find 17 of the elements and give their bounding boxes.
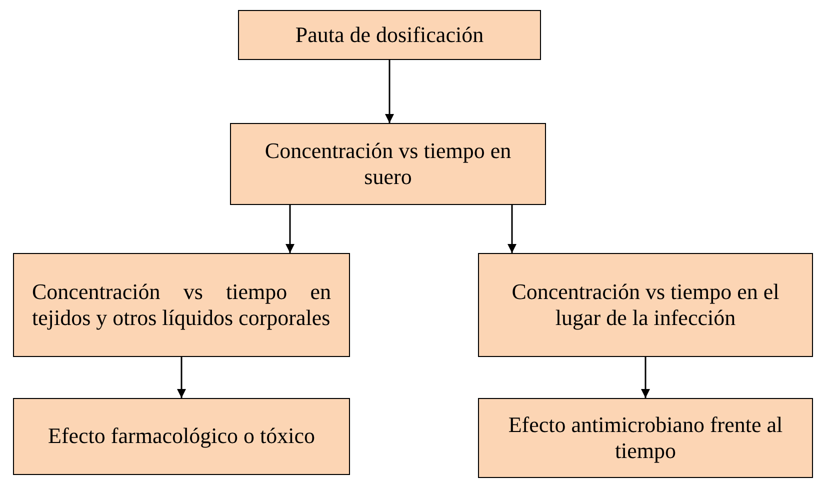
process-box [230, 123, 546, 205]
box-label: Concentración vs tiempo en suero [264, 138, 512, 190]
process-box [478, 398, 813, 478]
process-box [13, 398, 350, 475]
box-label: Concentración vs tiempo en el lugar de la infección [510, 278, 780, 332]
box-label: Concentración vs tiempo en tejidos y otros líquidos corporales [32, 278, 331, 332]
arrow [508, 205, 516, 253]
process-box [478, 253, 813, 357]
arrow [641, 357, 650, 398]
process-box [238, 10, 541, 60]
process-box [13, 253, 350, 357]
box-label: Efecto farmacológico o tóxico [48, 423, 315, 450]
arrow [286, 205, 294, 253]
arrow [177, 357, 186, 398]
arrow [385, 60, 394, 123]
box-label: Pauta de dosificación [295, 22, 484, 48]
box-label: Efecto antimicrobiano frente al tiempo [507, 412, 784, 464]
